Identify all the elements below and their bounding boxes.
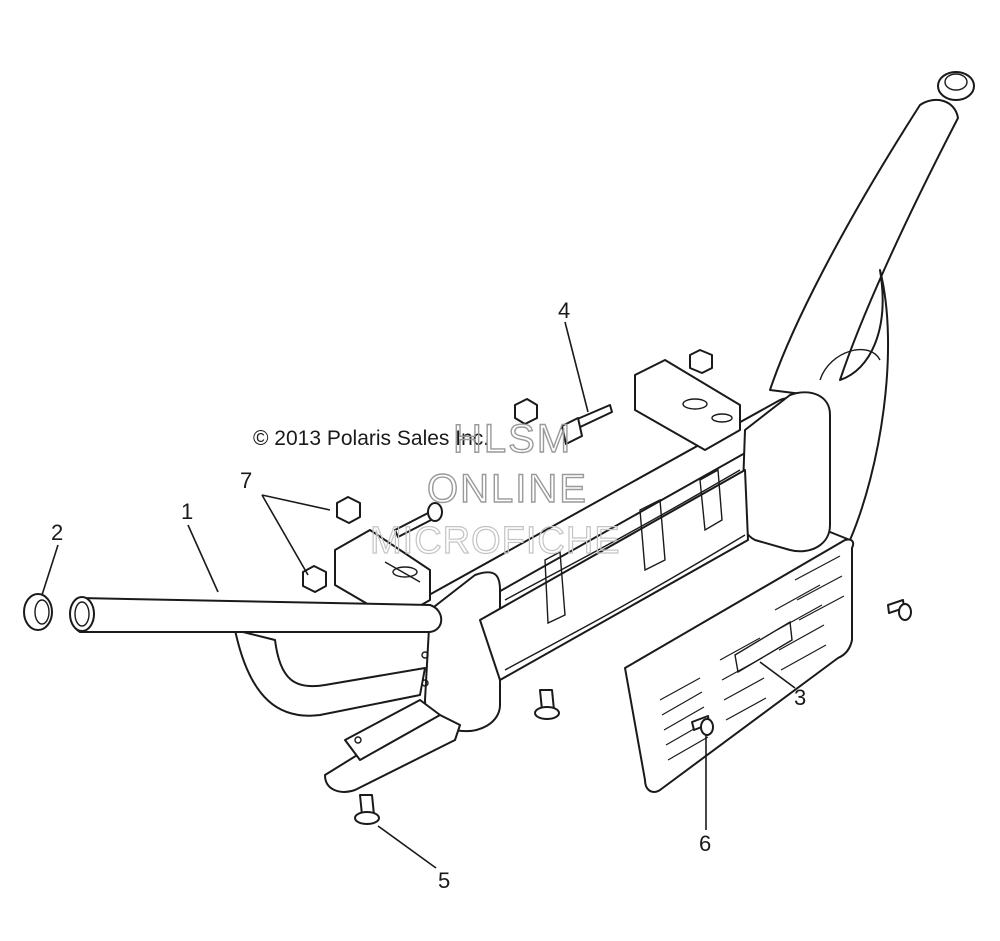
screw-5 — [354, 794, 380, 825]
leader-lines — [41, 321, 796, 869]
flange-nut-top-right — [689, 349, 713, 374]
copyright-notice: © 2013 Polaris Sales Inc. — [253, 427, 489, 450]
callout-1: 1 — [181, 499, 193, 524]
callout-6: 6 — [699, 831, 711, 856]
watermark-line-2: ONLINE — [427, 467, 588, 511]
grille-plate — [624, 538, 855, 793]
bumper-frame — [324, 359, 831, 793]
screw-6 — [691, 715, 714, 736]
grille-slots — [659, 555, 845, 761]
bolt-4 — [561, 404, 613, 445]
watermark-line-3: MICROFICHE — [370, 520, 621, 562]
flange-nut-7a — [336, 496, 361, 524]
flange-nut-top-center — [514, 398, 538, 425]
end-cap-left — [23, 593, 53, 631]
callout-5: 5 — [438, 868, 450, 893]
callout-4: 4 — [558, 298, 570, 323]
flange-nut-7b — [302, 565, 327, 593]
bolt-7 — [394, 502, 443, 538]
watermark-line-1: HLSM — [453, 417, 572, 461]
screw-right — [887, 599, 912, 621]
end-cap-top-right — [937, 71, 975, 101]
screw-center — [534, 689, 560, 720]
bumper-tube-left — [69, 596, 443, 717]
callout-7: 7 — [240, 468, 252, 493]
callout-3: 3 — [794, 685, 806, 710]
callout-2: 2 — [51, 520, 63, 545]
